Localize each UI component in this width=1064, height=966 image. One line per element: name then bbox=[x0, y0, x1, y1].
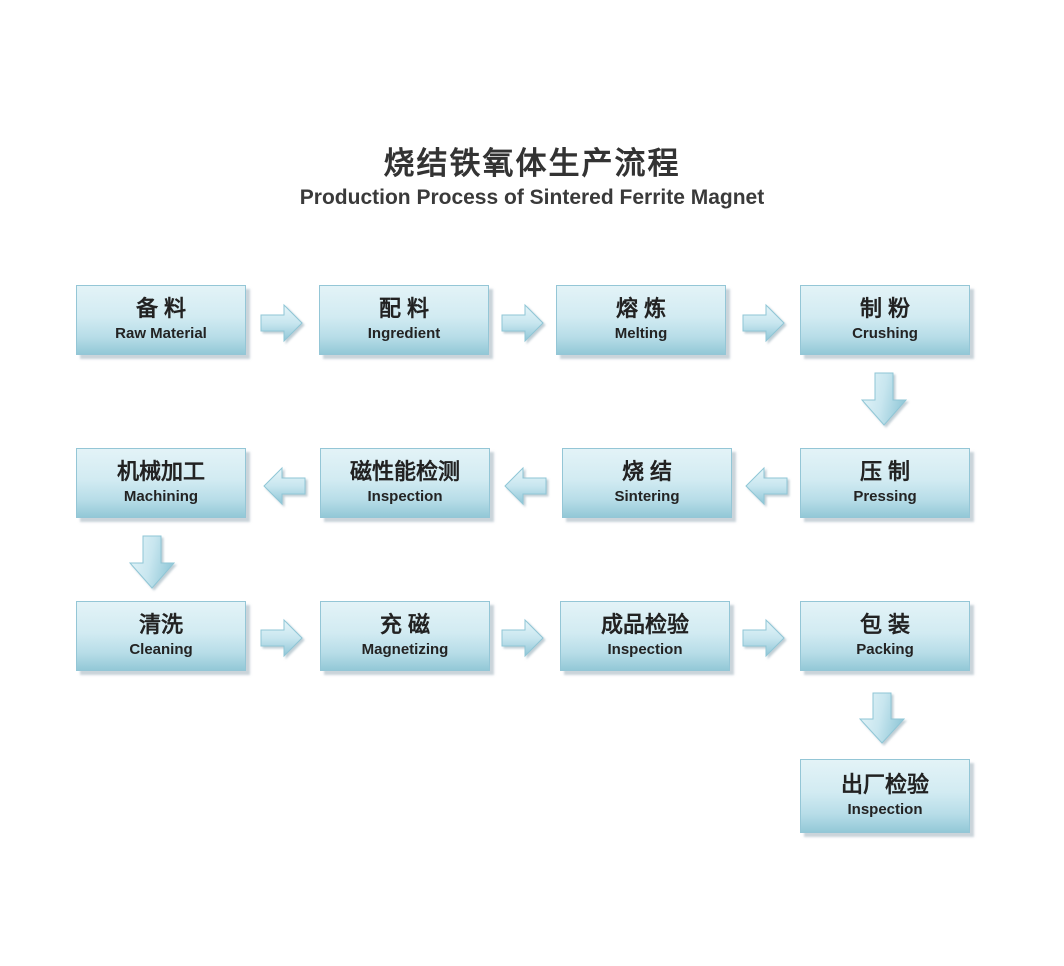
arrow-right-icon bbox=[260, 618, 303, 658]
node-label-zh: 磁性能检测 bbox=[349, 459, 460, 485]
node-label-zh: 烧 结 bbox=[621, 459, 673, 485]
node-label-en: Raw Material bbox=[115, 324, 207, 342]
arrow-left-icon bbox=[745, 466, 788, 506]
node-magnetizing: 充 磁 Magnetizing bbox=[320, 601, 490, 671]
node-label-zh: 清洗 bbox=[138, 612, 183, 638]
node-label-en: Inspection bbox=[367, 487, 443, 505]
node-outgoing-inspection: 出厂检验 Inspection bbox=[800, 759, 970, 833]
node-crushing: 制 粉 Crushing bbox=[800, 285, 970, 355]
node-label-zh: 机械加工 bbox=[116, 459, 205, 485]
arrow-right-icon bbox=[742, 303, 785, 343]
node-label-en: Packing bbox=[856, 640, 914, 658]
node-label-en: Inspection bbox=[847, 800, 923, 818]
arrow-down-icon bbox=[859, 692, 905, 744]
arrow-left-icon bbox=[504, 466, 547, 506]
node-label-zh: 出厂检验 bbox=[840, 772, 929, 798]
node-final-inspection: 成品检验 Inspection bbox=[560, 601, 730, 671]
node-label-en: Sintering bbox=[614, 487, 680, 505]
node-label-en: Melting bbox=[614, 324, 668, 342]
node-label-zh: 熔 炼 bbox=[615, 296, 667, 322]
arrow-right-icon bbox=[742, 618, 785, 658]
node-label-zh: 充 磁 bbox=[379, 612, 431, 638]
node-label-zh: 压 制 bbox=[859, 459, 911, 485]
diagram-title-zh: 烧结铁氧体生产流程 bbox=[383, 146, 681, 181]
node-packing: 包 装 Packing bbox=[800, 601, 970, 671]
node-label-en: Crushing bbox=[852, 324, 918, 342]
diagram-title-en: Production Process of Sintered Ferrite M… bbox=[299, 186, 765, 209]
node-label-zh: 配 料 bbox=[378, 296, 430, 322]
node-melting: 熔 炼 Melting bbox=[556, 285, 726, 355]
arrow-left-icon bbox=[263, 466, 306, 506]
node-label-en: Cleaning bbox=[129, 640, 193, 658]
arrow-right-icon bbox=[501, 303, 544, 343]
node-label-zh: 包 装 bbox=[859, 612, 911, 638]
node-cleaning: 清洗 Cleaning bbox=[76, 601, 246, 671]
node-label-zh: 备 料 bbox=[135, 296, 187, 322]
node-magnet-inspection: 磁性能检测 Inspection bbox=[320, 448, 490, 518]
node-label-en: Inspection bbox=[607, 640, 683, 658]
node-label-en: Ingredient bbox=[367, 324, 441, 342]
arrow-down-icon bbox=[129, 535, 175, 589]
arrow-down-icon bbox=[861, 372, 907, 426]
arrow-right-icon bbox=[501, 618, 544, 658]
node-sintering: 烧 结 Sintering bbox=[562, 448, 732, 518]
node-raw-material: 备 料 Raw Material bbox=[76, 285, 246, 355]
node-label-en: Machining bbox=[123, 487, 199, 505]
arrow-right-icon bbox=[260, 303, 303, 343]
node-label-en: Magnetizing bbox=[361, 640, 449, 658]
node-label-zh: 制 粉 bbox=[859, 296, 911, 322]
node-label-en: Pressing bbox=[853, 487, 917, 505]
node-machining: 机械加工 Machining bbox=[76, 448, 246, 518]
node-label-zh: 成品检验 bbox=[600, 612, 689, 638]
node-pressing: 压 制 Pressing bbox=[800, 448, 970, 518]
node-ingredient: 配 料 Ingredient bbox=[319, 285, 489, 355]
